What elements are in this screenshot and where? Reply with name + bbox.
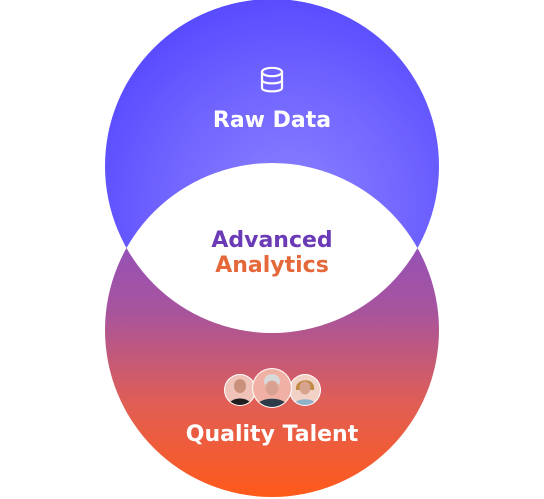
database-icon xyxy=(260,66,284,93)
intersection-lens xyxy=(105,163,439,333)
bottom-circle-label: Quality Talent xyxy=(186,422,359,447)
avatar xyxy=(252,368,292,408)
intersection-label-line1: Advanced xyxy=(211,228,332,253)
team-avatars xyxy=(224,368,321,408)
avatar xyxy=(289,374,321,406)
top-circle-label: Raw Data xyxy=(213,108,331,133)
avatar xyxy=(224,374,256,406)
intersection-label-line2: Analytics xyxy=(215,253,329,278)
